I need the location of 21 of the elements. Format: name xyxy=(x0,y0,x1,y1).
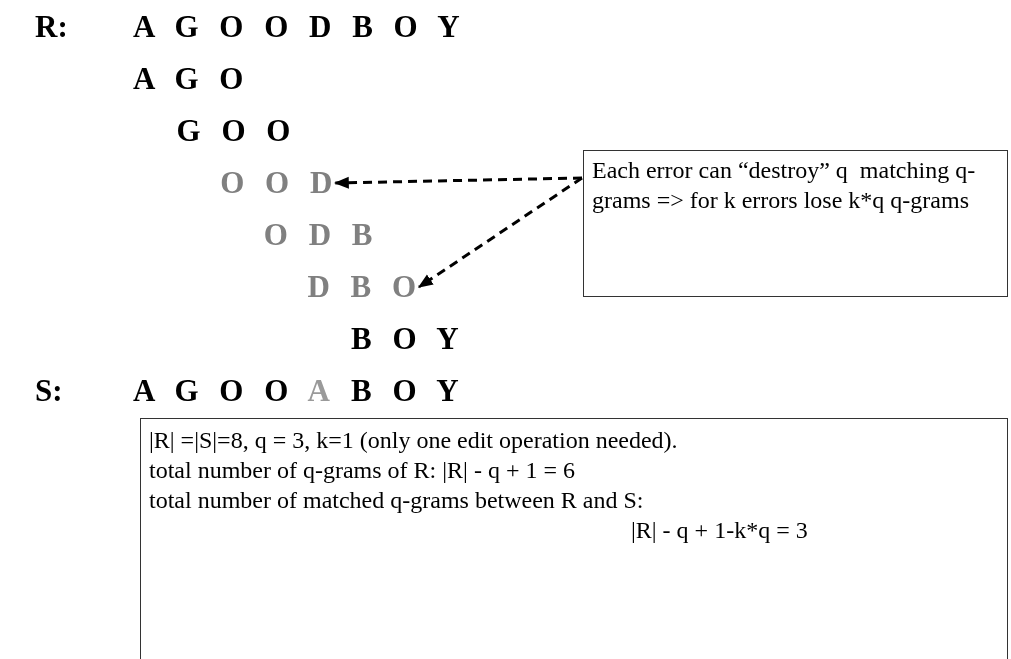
letter-sequence: A G O O D B O Y xyxy=(133,10,460,44)
letter-sequence: D B O xyxy=(307,270,417,304)
letter-sequence: O O D xyxy=(220,166,333,200)
note-box xyxy=(140,418,1008,659)
dashed-arrow xyxy=(333,176,583,189)
letter-sequence: A G O O xyxy=(133,374,289,408)
note-line: total number of q-grams of R: |R| - q + 1 = 6 xyxy=(149,456,576,485)
note-line: |R| - q + 1-k*q = 3 xyxy=(630,516,809,545)
letter-sequence: A xyxy=(307,374,330,408)
string-name: R: xyxy=(35,10,68,44)
letter-sequence: O D B xyxy=(263,218,373,252)
callout-box xyxy=(583,150,1008,297)
callout-text: Each error can “destroy” q matching q-grams => for k errors lose k*q q-grams xyxy=(592,156,977,215)
letter-sequence: G O O xyxy=(176,114,291,148)
letter-sequence: B O Y xyxy=(351,322,459,356)
dashed-arrow xyxy=(417,176,583,289)
note-line: |R| =|S|=8, q = 3, k=1 (only one edit operation needed). xyxy=(149,426,679,455)
note-line: total number of matched q-grams between R and S: xyxy=(149,486,645,515)
string-name: S: xyxy=(35,374,63,408)
letter-sequence: A G O xyxy=(133,62,244,96)
letter-sequence: B O Y xyxy=(351,374,459,408)
